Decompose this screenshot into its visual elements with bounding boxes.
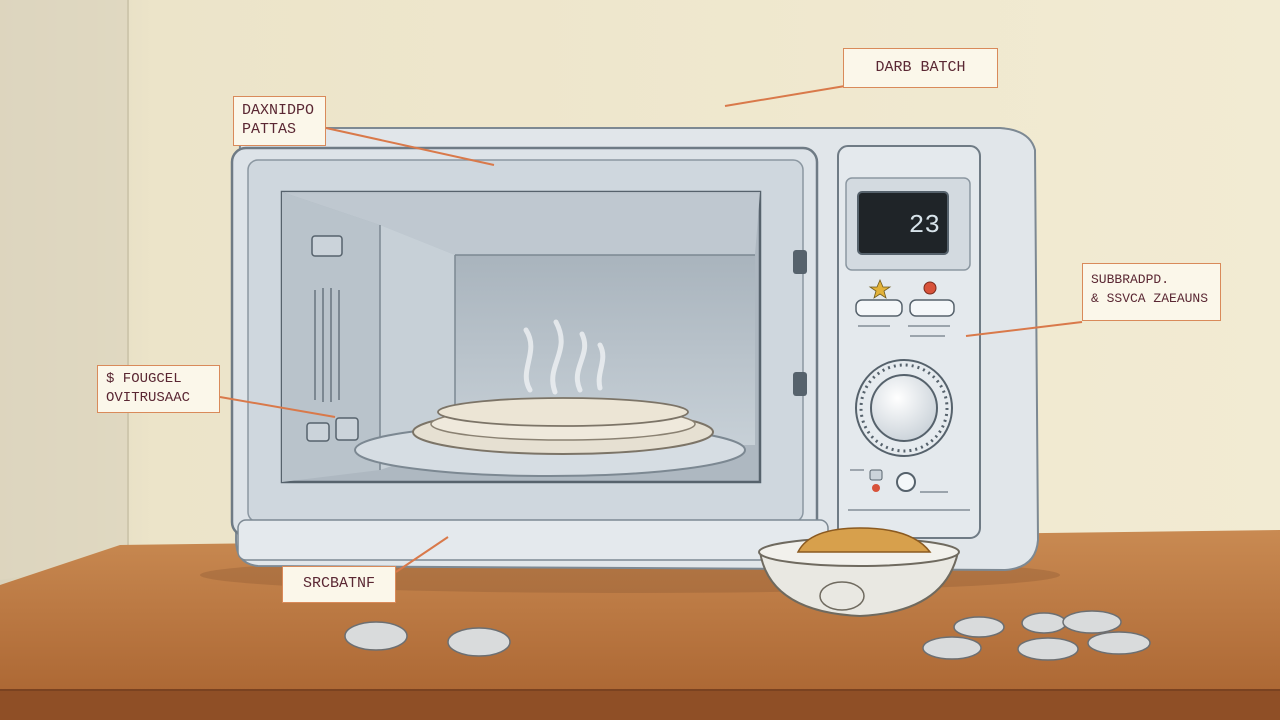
- leader-line-left: [219, 396, 336, 418]
- coin: [344, 621, 408, 651]
- door-latch-bottom: [793, 372, 807, 396]
- coins: [344, 610, 1151, 661]
- label-right-line2: & SSVCA ZAEAUNS: [1091, 291, 1209, 306]
- counter-edge: [0, 690, 1280, 720]
- wall-corner-shadow: [0, 0, 128, 580]
- cavity-back: [455, 255, 755, 445]
- display-readout: 23: [909, 210, 940, 240]
- label-left-line1: $ FOUGCEL: [106, 371, 182, 387]
- leader-line-top-left: [325, 127, 495, 166]
- leader-line-right: [965, 321, 1083, 337]
- label-left: $ FOUGCEL OVITRUSAAC: [97, 365, 220, 413]
- food: [437, 397, 689, 427]
- baked-pie: [796, 527, 932, 553]
- leader-line-bottom: [395, 536, 449, 573]
- pie-dish: [758, 527, 960, 618]
- coin: [953, 616, 1005, 638]
- microwave: 23: [230, 127, 1040, 572]
- steam: [523, 319, 606, 395]
- reset-button[interactable]: [896, 472, 916, 492]
- coin: [447, 627, 511, 657]
- leader-line-top-right: [724, 85, 846, 107]
- star-icon: [868, 278, 892, 299]
- right-panel-button[interactable]: [909, 299, 955, 317]
- timer-display: [857, 191, 949, 255]
- left-panel-button[interactable]: [855, 299, 903, 317]
- label-bottom: SRCBATNF: [282, 566, 396, 603]
- label-top-left-line1: DAXNIDPO: [242, 102, 315, 119]
- indicator-light: [872, 484, 880, 492]
- coin: [922, 636, 982, 660]
- leader-lines: [219, 85, 1083, 573]
- label-right-line1: SUBBRADPD.: [1091, 272, 1170, 287]
- flame-icon: [923, 281, 937, 295]
- label-bottom-text: SRCBATNF: [302, 575, 375, 592]
- label-left-line2: OVITRUSAAC: [106, 390, 191, 406]
- label-top-left: DAXNIDPO PATTAS: [233, 96, 326, 146]
- door-latch-top: [793, 250, 807, 274]
- cavity-vents: [314, 288, 340, 402]
- coin: [1021, 612, 1067, 634]
- coin: [1087, 631, 1151, 655]
- coin: [1017, 637, 1079, 661]
- coin: [1062, 610, 1122, 634]
- label-top-right-text: DARB BATCH: [875, 59, 966, 76]
- label-top-left-line2: PATTAS: [242, 121, 297, 138]
- label-top-right: DARB BATCH: [843, 48, 998, 88]
- timer-dial[interactable]: [855, 359, 953, 457]
- label-right: SUBBRADPD. & SSVCA ZAEAUNS: [1082, 263, 1221, 321]
